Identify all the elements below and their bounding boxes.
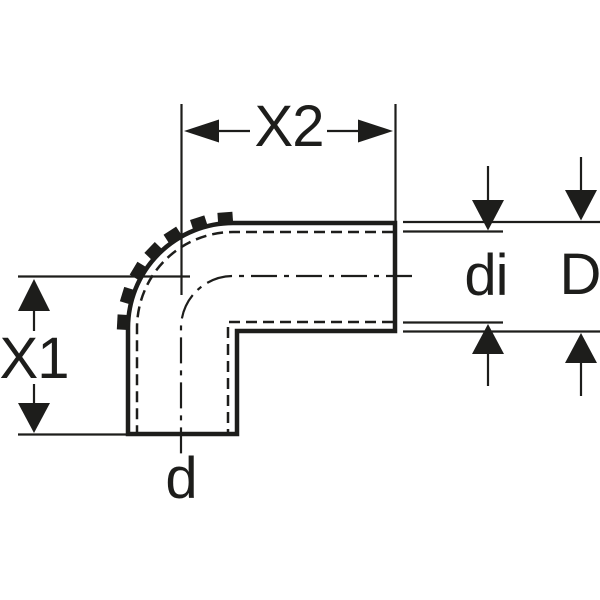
inner-bore-inner-corner-dashed <box>226 320 393 433</box>
socket-rib <box>129 261 148 281</box>
pipe-centerline <box>179 274 412 458</box>
socket-ribs <box>116 211 234 331</box>
d-label: d <box>165 446 196 511</box>
socket-rib <box>190 215 208 232</box>
x1-arrow-up <box>18 279 50 311</box>
socket-rib <box>116 314 130 331</box>
di-label: di <box>464 243 507 308</box>
inner-bore-outer-wall-dashed <box>135 230 393 433</box>
dimension-di <box>403 166 504 386</box>
d-outer-arrow-up <box>565 333 597 363</box>
socket-rib <box>217 211 234 225</box>
x2-arrow-left <box>184 119 219 143</box>
di-arrow-up <box>472 324 504 354</box>
di-arrow-down <box>472 200 504 231</box>
dimension-x1 <box>18 275 190 436</box>
elbow-outline <box>125 220 398 437</box>
x1-label: X1 <box>0 326 68 391</box>
socket-rib <box>163 226 183 245</box>
socket-rib <box>119 286 136 305</box>
d-outer-label: D <box>560 242 600 307</box>
dimension-d-outer <box>403 157 600 396</box>
x2-arrow-right <box>358 119 393 143</box>
dimension-x2 <box>180 104 397 295</box>
x2-label: X2 <box>255 94 324 159</box>
x1-arrow-down <box>18 403 50 433</box>
socket-rib <box>144 242 164 262</box>
d-outer-arrow-down <box>565 190 597 221</box>
